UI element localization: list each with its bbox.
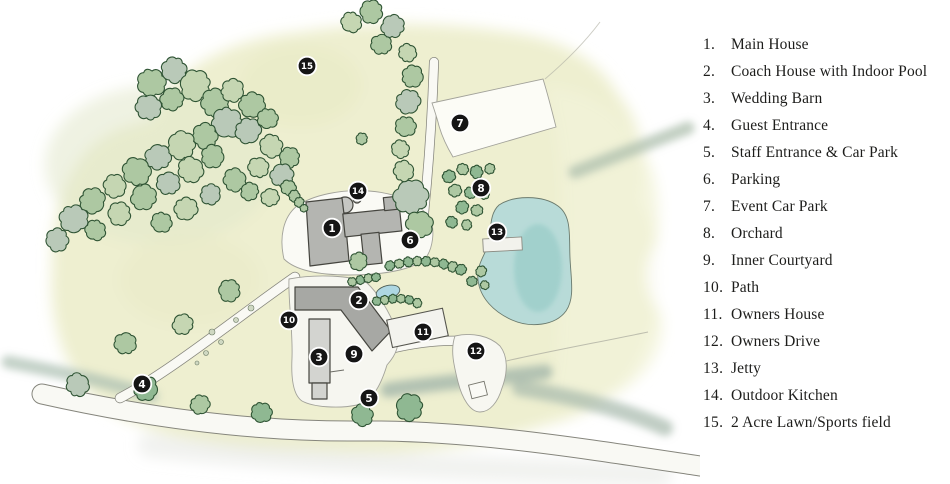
legend-item-11: 11. Owners House	[703, 306, 947, 333]
map-marker-6: 6	[399, 229, 421, 251]
map-marker-9: 9	[343, 343, 365, 365]
legend: 1. Main House 2. Coach House with Indoor Po…	[703, 36, 947, 441]
legend-item-number: 11.	[703, 306, 723, 323]
svg-text:2: 2	[355, 295, 362, 307]
legend-item-number: 3.	[703, 90, 716, 107]
owners-drive-area	[452, 334, 507, 413]
legend-item-7: 7. Event Car Park	[703, 198, 947, 225]
legend-item-number: 13.	[703, 360, 724, 377]
legend-item-9: 9. Inner Courtyard	[703, 252, 947, 279]
legend-item-number: 12.	[703, 333, 724, 350]
rock	[208, 328, 216, 336]
outbuilding	[467, 380, 489, 400]
map-marker-3: 3	[308, 346, 330, 368]
map-marker-14: 14	[347, 180, 369, 202]
legend-item-label: Parking	[731, 171, 781, 188]
legend-item-label: Guest Entrance	[731, 117, 829, 134]
legend-item-12: 12. Owners Drive	[703, 333, 947, 360]
legend-item-number: 1.	[703, 36, 716, 53]
legend-item-8: 8. Orchard	[703, 225, 947, 252]
svg-text:4: 4	[138, 379, 145, 391]
legend-item-number: 5.	[703, 144, 716, 161]
tree	[256, 108, 279, 130]
legend-list: 1. Main House 2. Coach House with Indoor Po…	[703, 36, 947, 441]
legend-item-1: 1. Main House	[703, 36, 947, 63]
legend-item-label: Jetty	[731, 360, 762, 377]
map-marker-2: 2	[348, 289, 370, 311]
field-boundaries	[501, 21, 649, 363]
event-car-park-field	[431, 78, 557, 158]
tree	[357, 0, 385, 27]
map-marker-5: 5	[358, 387, 380, 409]
legend-item-label: Event Car Park	[731, 198, 828, 215]
legend-item-15: 15. 2 Acre Lawn/Sports field	[703, 414, 947, 441]
map-marker-1: 1	[321, 217, 343, 239]
legend-item-number: 6.	[703, 171, 716, 188]
map-marker-15: 15	[296, 55, 318, 77]
legend-item-2: 2. Coach House with Indoor Pool	[703, 63, 947, 90]
svg-text:13: 13	[491, 228, 503, 238]
legend-item-3: 3. Wedding Barn	[703, 90, 947, 117]
rock	[218, 339, 224, 345]
map-marker-8: 8	[470, 177, 492, 199]
rock	[194, 360, 200, 366]
legend-item-label: Owners Drive	[731, 333, 821, 350]
svg-text:7: 7	[456, 118, 463, 130]
legend-item-label: Inner Courtyard	[731, 252, 833, 269]
svg-text:3: 3	[315, 352, 322, 364]
rock	[233, 317, 239, 323]
map-marker-7: 7	[449, 112, 471, 134]
legend-item-label: Staff Entrance & Car Park	[731, 144, 899, 161]
svg-text:6: 6	[406, 235, 413, 247]
svg-text:12: 12	[470, 347, 482, 357]
legend-item-number: 2.	[703, 63, 716, 80]
legend-item-10: 10. Path	[703, 279, 947, 306]
svg-text:10: 10	[283, 316, 295, 326]
legend-item-5: 5. Staff Entrance & Car Park	[703, 144, 947, 171]
legend-item-label: Orchard	[731, 225, 783, 242]
map-marker-13: 13	[486, 221, 508, 243]
legend-item-number: 9.	[703, 252, 716, 269]
driveway-rocks	[194, 304, 255, 366]
svg-text:15: 15	[301, 62, 313, 72]
svg-text:11: 11	[417, 328, 429, 338]
legend-item-label: Wedding Barn	[731, 90, 823, 107]
legend-item-label: Coach House with Indoor Pool	[731, 63, 928, 80]
svg-text:5: 5	[365, 393, 372, 405]
pond	[477, 197, 573, 326]
svg-text:9: 9	[350, 349, 357, 361]
legend-item-label: Outdoor Kitchen	[731, 387, 838, 404]
tree	[412, 256, 423, 266]
legend-item-number: 15.	[703, 414, 724, 431]
legend-item-label: 2 Acre Lawn/Sports field	[731, 414, 891, 431]
legend-item-14: 14. Outdoor Kitchen	[703, 387, 947, 414]
legend-item-number: 7.	[703, 198, 716, 215]
legend-item-label: Path	[731, 279, 760, 296]
legend-item-number: 8.	[703, 225, 716, 242]
legend-item-13: 13. Jetty	[703, 360, 947, 387]
map-marker-10: 10	[278, 309, 300, 331]
legend-item-label: Main House	[731, 36, 809, 53]
map-marker-12: 12	[465, 340, 487, 362]
legend-item-label: Owners House	[731, 306, 825, 323]
legend-item-number: 14.	[703, 387, 724, 404]
rock	[203, 350, 209, 356]
legend-item-6: 6. Parking	[703, 171, 947, 198]
map-marker-11: 11	[412, 321, 434, 343]
map-marker-4: 4	[131, 373, 153, 395]
legend-item-4: 4. Guest Entrance	[703, 117, 947, 144]
legend-item-number: 4.	[703, 117, 716, 134]
svg-text:14: 14	[352, 187, 364, 197]
legend-item-number: 10.	[703, 279, 724, 296]
rock	[247, 304, 255, 312]
svg-text:1: 1	[328, 223, 335, 235]
svg-text:8: 8	[477, 183, 484, 195]
